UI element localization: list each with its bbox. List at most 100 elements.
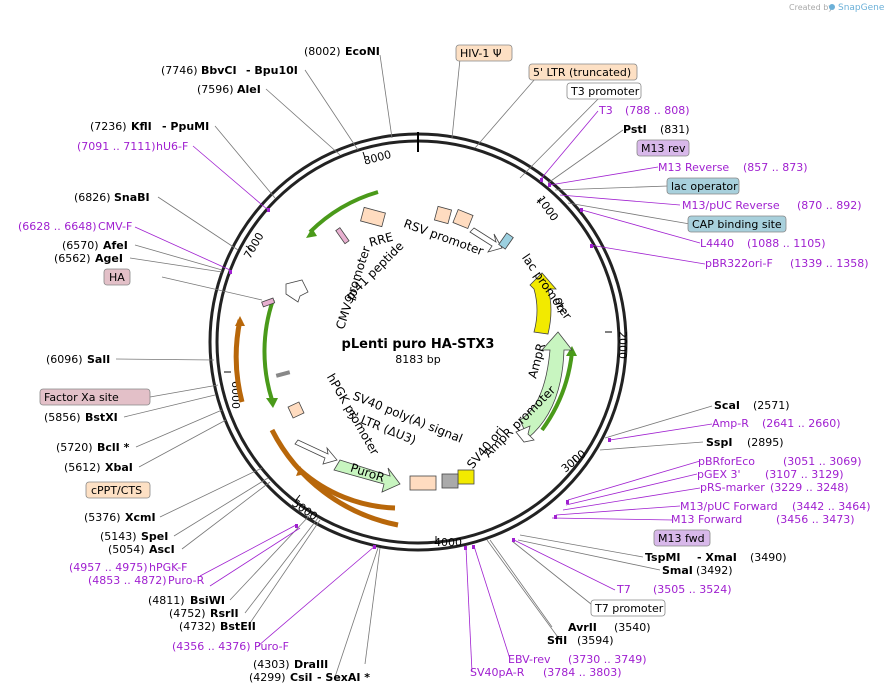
grey-feature-box (441, 473, 459, 489)
ampr-arrow (519, 331, 573, 439)
leader-lines (115, 54, 713, 678)
m13pucfwd-name: M13/pUC Forward (680, 500, 778, 513)
label-hpgk-promoter: hPGK promoter (324, 371, 382, 457)
alei-name: AleI (237, 83, 261, 96)
m13rev-label: M13 rev (641, 142, 686, 155)
cmv-arc (262, 299, 275, 401)
hpgk-promoter-arrow (294, 439, 338, 465)
csii-pos: (4299) (249, 671, 286, 684)
label-ampr: AmpR (525, 342, 548, 380)
ampr-pos: (2641 .. 2660) (762, 417, 841, 430)
psti-name: PstI (623, 123, 647, 136)
ampr-outer-arc (540, 351, 574, 432)
kfli-name2: - PpuMI (162, 120, 209, 133)
m13pucrev-pos: (870 .. 892) (797, 199, 862, 212)
ebvrev-pos: (3730 .. 3749) (568, 653, 647, 666)
puror-pos: (4853 .. 4872) (88, 574, 167, 587)
m13forward-pos: (3456 .. 3473) (776, 513, 855, 526)
tspmi-name: TspMI (645, 551, 681, 564)
factorxa-label: Factor Xa site (44, 391, 119, 404)
econi-pos: (8002) (304, 45, 341, 58)
tick-label-5000: 5000 (289, 496, 319, 523)
feature-arcs (233, 190, 577, 528)
bstxi-pos: (5856) (44, 411, 81, 424)
alei-pos: (7596) (197, 83, 234, 96)
avrii-pos: (3540) (614, 621, 651, 634)
orange-arrowhead-left (235, 316, 245, 326)
ltr5-label: 5' LTR (truncated) (533, 66, 631, 79)
t7-pos: (3505 .. 3524) (653, 583, 732, 596)
ebvrev-name: EBV-rev (508, 653, 551, 666)
sali-name: SalI (87, 353, 110, 366)
cmv-promoter-arrow (285, 279, 309, 303)
pbrforeco-pos: (3051 .. 3069) (783, 455, 862, 468)
rre-arc (308, 190, 379, 234)
lacop-tag (666, 177, 740, 195)
hiv1-label: HIV-1 Ψ (460, 47, 502, 60)
orange-arc-left (233, 319, 245, 403)
m13reverse-pos: (857 .. 873) (743, 161, 808, 174)
cmvf-name: CMV-F (98, 220, 132, 233)
m13reverse-name: M13 Reverse (658, 161, 729, 174)
t3-name: T3 (598, 104, 613, 117)
xbai-name: XbaI (105, 461, 133, 474)
lacop-label: lac operator (671, 180, 738, 193)
hu6f-pos: (7091 .. 7111) (77, 140, 156, 153)
rsv-box1 (433, 205, 453, 225)
sfii-name: SfiI (547, 634, 567, 647)
right-labels: HIV-1 Ψ 5' LTR (truncated) T3 promoter T… (455, 44, 871, 679)
bbvci-pos: (7746) (161, 64, 198, 77)
gp41-peptide-box (335, 227, 350, 245)
agei-pos: (6562) (54, 252, 91, 265)
xcmi-pos: (5376) (84, 511, 121, 524)
tick-label-8000: 8000 (362, 148, 392, 168)
pbr322-name: pBR322ori-F (705, 257, 773, 270)
credit-brand: SnapGene (838, 3, 885, 13)
pbr322-pos: (1339 .. 1358) (790, 257, 869, 270)
hpgkf-pos: (4957 .. 4975) (69, 561, 148, 574)
asci-pos: (5054) (108, 543, 145, 556)
prsmarker-pos: (3229 .. 3248) (770, 481, 849, 494)
t7-name: T7 (616, 583, 631, 596)
plasmid-size: 8183 bp (395, 353, 440, 366)
tspmi-name2: - XmaI (697, 551, 737, 564)
puror-arrow (333, 459, 401, 493)
scai-pos: (2571) (753, 399, 790, 412)
sv40par-pos: (3784 .. 3803) (543, 666, 622, 679)
hpgkf-name: hPGK-F (149, 561, 187, 574)
tick-label-4000: 4000 (434, 536, 462, 549)
psti-pos: (831) (660, 123, 690, 136)
spei-pos: (5143) (100, 530, 137, 543)
label-ori: ori (552, 296, 568, 314)
t3prom-tag (566, 82, 642, 100)
rsrii-name: RsrII (210, 607, 239, 620)
ampr-name: Amp-R (712, 417, 749, 430)
snabi-name: SnaBI (114, 191, 150, 204)
t3prom-label: T3 promoter (570, 85, 640, 98)
bcli-pos: (5720) (56, 441, 93, 454)
smai-pos: (3492) (696, 564, 733, 577)
pgex3-pos: (3107 .. 3129) (765, 468, 844, 481)
sali-pos: (6096) (46, 353, 83, 366)
label-rre: RRE (368, 230, 395, 250)
bcli-name: BclI * (97, 441, 130, 454)
lac-promoter-box (498, 232, 514, 250)
t3-pos: (788 .. 808) (625, 104, 690, 117)
puror-name: Puro-R (168, 574, 205, 587)
kfli-pos: (7236) (90, 120, 127, 133)
bsiwi-pos: (4811) (148, 594, 185, 607)
m13fwd-label: M13 fwd (658, 532, 705, 545)
t7prom-label: T7 promoter (594, 602, 664, 615)
avrii-name: AvrII (568, 621, 597, 634)
purof-name: Puro-F (254, 640, 289, 653)
csii-name: CsiI (290, 671, 312, 684)
xcmi-name: XcmI (125, 511, 156, 524)
pgex3-name: pGEX 3' (697, 468, 741, 481)
left-labels: (8002) EcoNI (7746) BbvCI - Bpu10I (7596… (18, 45, 380, 684)
bsteii-name: BstEII (220, 620, 256, 633)
ampr-promoter-arrow (515, 425, 535, 443)
l4440-pos: (1088 .. 1105) (747, 237, 826, 250)
cmv-arrowhead (266, 398, 278, 408)
l4440-name: L4440 (700, 237, 734, 250)
